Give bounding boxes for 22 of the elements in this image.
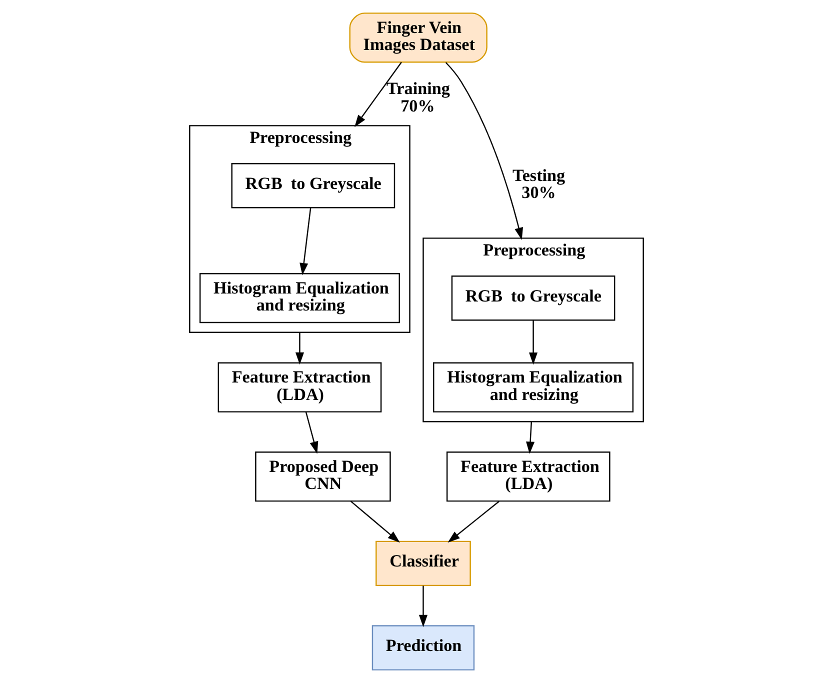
arrow [526,422,535,454]
node-box: Classifier [376,540,471,586]
arrow [448,500,500,543]
node-box: Finger Vein Images Dataset [349,12,488,63]
node-box: RGB to Greyscale [231,162,396,208]
arrow [418,586,428,628]
node-box: Prediction [372,625,475,670]
arrow [300,208,312,276]
arrow [445,62,523,240]
arrow [350,500,400,543]
node-box: Histogram Equalization and resizing [199,273,400,324]
node-box: Histogram Equalization and resizing [433,362,634,412]
node-box: Feature Extraction (LDA) [446,452,610,502]
node-box: Feature Extraction (LDA) [218,362,382,412]
edge-label: Training 70% [386,79,450,116]
arrow [528,320,538,365]
node-box: RGB to Greyscale [451,275,616,321]
arrow [295,332,304,365]
edge-label: Testing 30% [512,166,566,202]
node-box: Proposed Deep CNN [255,452,391,502]
arrow [305,412,318,454]
arrow [354,62,402,128]
